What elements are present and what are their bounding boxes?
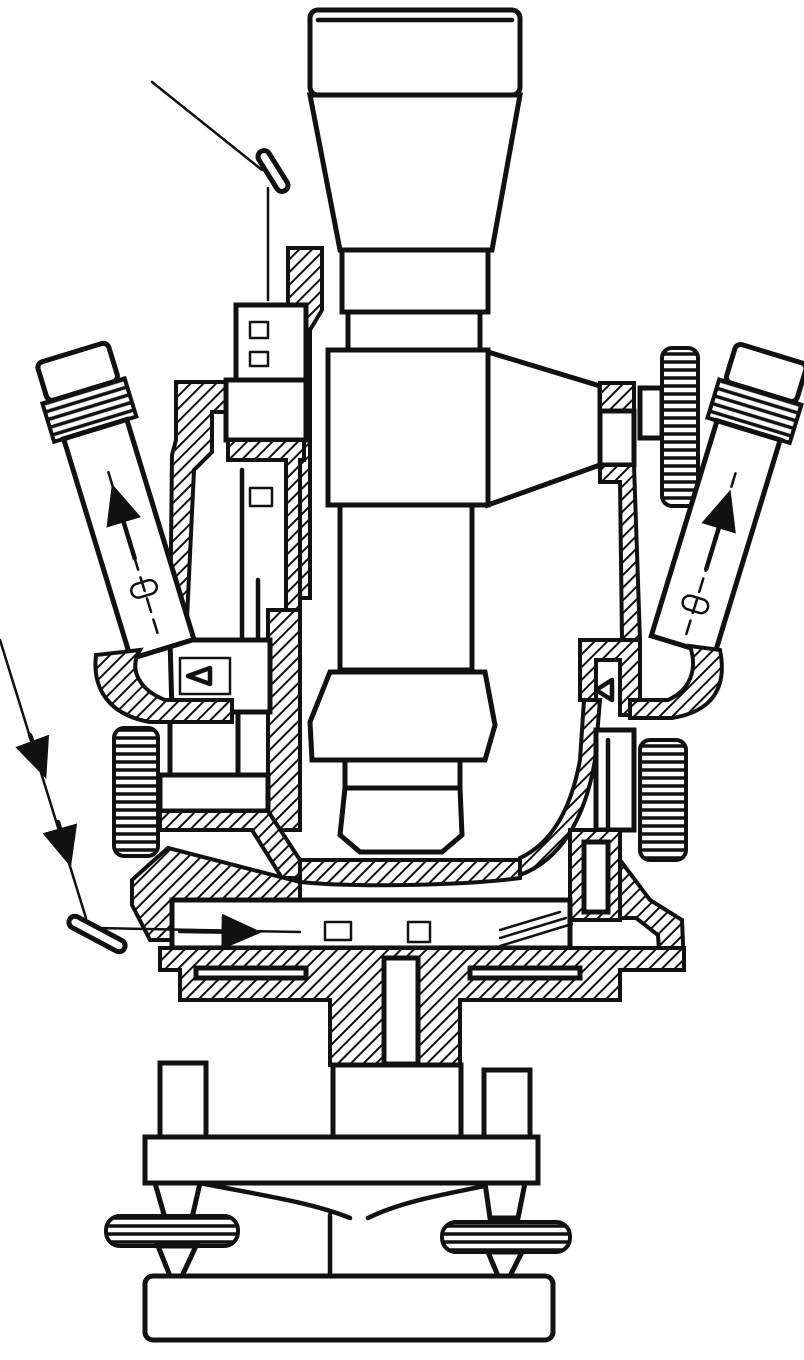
- base-plate: [130, 845, 686, 1067]
- prism-housing: [307, 347, 603, 855]
- left-collimator-tube: [35, 340, 198, 662]
- right-levelling-screw: [440, 1220, 572, 1254]
- right-tube-base: [628, 643, 724, 720]
- inner-bowl: [298, 858, 522, 888]
- right-housing: [518, 346, 700, 970]
- lower-mirror: [66, 913, 128, 955]
- right-collimator-tube: [648, 341, 804, 659]
- upper-ray: [150, 80, 270, 302]
- left-housing: [157, 246, 324, 880]
- support-column: [330, 1062, 464, 1140]
- light-ray: [0, 638, 302, 950]
- upper-mirror: [255, 148, 291, 194]
- left-focus-knob: [112, 726, 160, 858]
- left-levelling-screw: [104, 1214, 240, 1248]
- levelling-base: [104, 1060, 572, 1343]
- eyepiece-tube: [306, 7, 523, 353]
- left-tube-base: [93, 647, 234, 724]
